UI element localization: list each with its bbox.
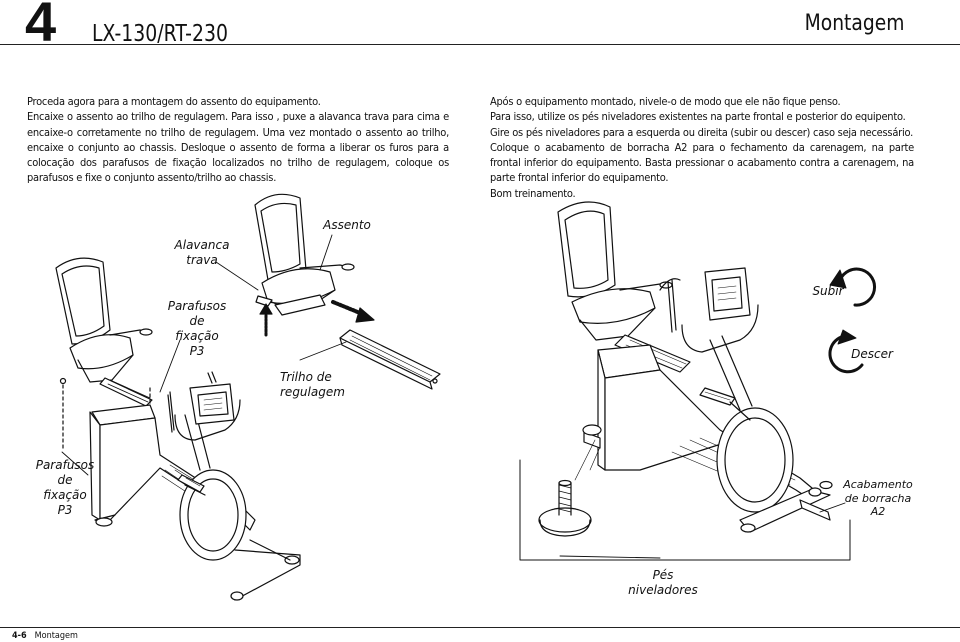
label-alavanca-trava: Alavanca trava (172, 238, 232, 268)
right-paragraph-3: Gire os pés niveladores para a esquerda … (490, 125, 913, 139)
label-parafusos-top: Parafusos de fixação P3 (166, 299, 228, 359)
label-trilho: Trilho de regulagem (280, 370, 345, 400)
footer-rule (0, 627, 960, 628)
footer-title: Montagem (34, 631, 78, 641)
label-alavanca-line1: Alavanca (174, 238, 230, 252)
label-alavanca-line2: trava (186, 253, 218, 267)
page-number: 4-6 (12, 631, 27, 641)
right-paragraph-4: Coloque o acabamento de borracha A2 para… (490, 140, 914, 185)
label-parafusos-top-line1: Parafusos (167, 299, 227, 313)
label-pes-niveladores: Pés niveladores (628, 568, 698, 597)
label-parafusos-left-line1: Parafusos (35, 458, 95, 472)
rotation-arrows (828, 267, 877, 374)
label-acabamento-line2: de borracha (844, 491, 912, 505)
label-parafusos-left: Parafusos de fixação P3 (34, 458, 96, 518)
label-assento: Assento (323, 218, 371, 232)
left-bike-drawing (55, 257, 301, 601)
right-bike-drawing (519, 201, 851, 561)
label-acabamento-line1: Acabamento (843, 478, 913, 491)
left-paragraph-2: Encaixe o assento ao trilho de regulagem… (27, 110, 449, 185)
section-title: Montagem (804, 11, 904, 36)
chapter-number: 4 (25, 0, 56, 53)
right-paragraph-2: Para isso, utilize os pés niveladores ex… (490, 110, 906, 124)
right-paragraph-1: Após o equipamento montado, nivele-o de … (490, 95, 841, 108)
left-instructions: Proceda agora para a montagem do assento… (27, 94, 449, 186)
label-subir: Subir (812, 284, 844, 298)
label-parafusos-top-line2: de fixação (175, 314, 219, 343)
label-descer: Descer (851, 347, 893, 361)
right-instructions: Após o equipamento montado, nivele-o de … (490, 94, 914, 201)
model-title: LX-130/RT-230 (92, 21, 228, 47)
header-rule (0, 44, 960, 45)
label-trilho-line1: Trilho de (280, 370, 332, 384)
label-acabamento: Acabamento de borracha A2 (843, 478, 913, 519)
rail-drawing (299, 329, 441, 390)
label-acabamento-line3: A2 (870, 505, 886, 518)
page-footer: 4-6 Montagem (12, 630, 78, 642)
label-trilho-line2: regulagem (280, 385, 345, 399)
label-parafusos-left-line2: de fixação (43, 473, 87, 502)
right-paragraph-5: Bom treinamento. (490, 186, 576, 200)
label-parafusos-top-line3: P3 (189, 344, 205, 358)
seat-assembly-drawing (159, 193, 375, 393)
label-parafusos-left-line3: P3 (57, 503, 73, 517)
left-paragraph-1: Proceda agora para a montagem do assento… (27, 95, 321, 108)
